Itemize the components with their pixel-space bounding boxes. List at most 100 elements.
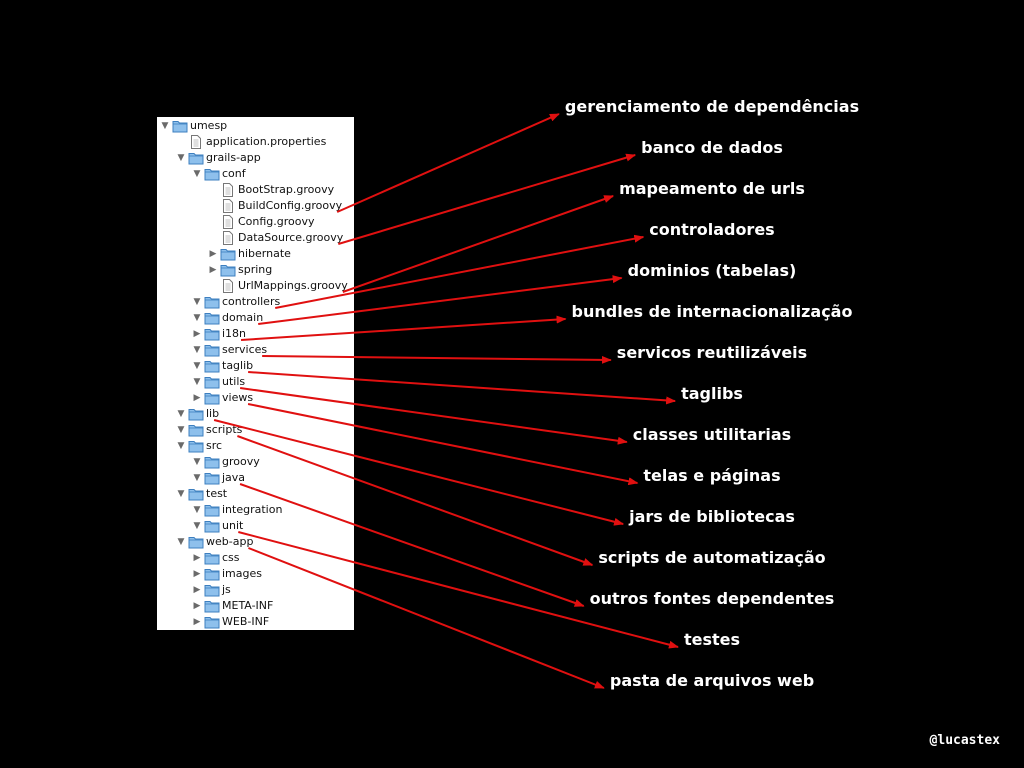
disclosure-expanded-icon[interactable]: ▼ bbox=[193, 345, 201, 355]
tree-item-label: css bbox=[222, 551, 240, 564]
tree-item-label: images bbox=[222, 567, 262, 580]
tree-row[interactable]: ▼utils bbox=[157, 374, 354, 390]
callout-arrow bbox=[248, 371, 677, 405]
callout-label: servicos reutilizáveis bbox=[616, 343, 808, 362]
tree-row[interactable]: ▼lib bbox=[157, 406, 354, 422]
tree-item-label: Config.groovy bbox=[238, 215, 315, 228]
tree-row[interactable]: ▶ views bbox=[157, 390, 354, 406]
tree-row[interactable]: ▼domain bbox=[157, 310, 354, 326]
folder-icon bbox=[204, 310, 220, 326]
tree-row[interactable]: ▶spring bbox=[157, 262, 354, 278]
folder-icon bbox=[204, 342, 220, 358]
folder-icon bbox=[172, 118, 188, 134]
tree-row[interactable]: ▶ images bbox=[157, 566, 354, 582]
folder-icon bbox=[204, 358, 220, 374]
disclosure-expanded-icon[interactable]: ▼ bbox=[193, 313, 201, 323]
tree-row[interactable]: ▶WEB-INF bbox=[157, 614, 354, 630]
disclosure-expanded-icon[interactable]: ▼ bbox=[193, 297, 201, 307]
folder-icon bbox=[204, 326, 220, 342]
tree-row[interactable]: BuildConfig.groovy bbox=[157, 198, 354, 214]
callout-label: pasta de arquivos web bbox=[609, 671, 815, 690]
disclosure-expanded-icon[interactable]: ▼ bbox=[177, 441, 185, 451]
tree-row[interactable]: ▼ groovy bbox=[157, 454, 354, 470]
disclosure-collapsed-icon[interactable]: ▶ bbox=[193, 569, 201, 579]
tree-row[interactable]: ▼ unit bbox=[157, 518, 354, 534]
folder-icon bbox=[204, 566, 220, 582]
disclosure-collapsed-icon[interactable]: ▶ bbox=[193, 553, 201, 563]
disclosure-expanded-icon[interactable]: ▼ bbox=[193, 457, 201, 467]
tree-row[interactable]: ▼integration bbox=[157, 502, 354, 518]
tree-row[interactable]: ▶hibernate bbox=[157, 246, 354, 262]
tree-item-label: js bbox=[222, 583, 231, 596]
tree-item-label: grails-app bbox=[206, 151, 261, 164]
tree-item-label: taglib bbox=[222, 359, 254, 372]
disclosure-expanded-icon[interactable]: ▼ bbox=[177, 425, 185, 435]
disclosure-collapsed-icon[interactable]: ▶ bbox=[193, 617, 201, 627]
tree-item-label: conf bbox=[222, 167, 246, 180]
disclosure-collapsed-icon[interactable]: ▶ bbox=[193, 601, 201, 611]
tree-item-label: unit bbox=[222, 519, 244, 532]
tree-row[interactable]: ▼ conf bbox=[157, 166, 354, 182]
tree-row[interactable]: UrlMappings.groovy bbox=[157, 278, 354, 294]
disclosure-expanded-icon[interactable]: ▼ bbox=[177, 537, 185, 547]
tree-item-label: UrlMappings.groovy bbox=[238, 279, 348, 292]
tree-row[interactable]: ▼services bbox=[157, 342, 354, 358]
file-icon bbox=[220, 198, 236, 214]
folder-icon bbox=[204, 166, 220, 182]
folder-icon bbox=[204, 374, 220, 390]
callout-arrow bbox=[238, 531, 679, 649]
tree-row[interactable]: BootStrap.groovy bbox=[157, 182, 354, 198]
tree-row[interactable]: ▼ taglib bbox=[157, 358, 354, 374]
tree-item-label: groovy bbox=[222, 455, 260, 468]
disclosure-collapsed-icon[interactable]: ▶ bbox=[209, 249, 217, 259]
tree-row[interactable]: ▼src bbox=[157, 438, 354, 454]
callout-label: taglibs bbox=[681, 384, 743, 403]
disclosure-collapsed-icon[interactable]: ▶ bbox=[209, 265, 217, 275]
callout-arrow bbox=[247, 403, 639, 486]
author-handle: @lucastex bbox=[929, 733, 1000, 748]
callout-label: dominios (tabelas) bbox=[627, 261, 797, 280]
disclosure-collapsed-icon[interactable]: ▶ bbox=[193, 329, 201, 339]
tree-row[interactable]: ▼ web-app bbox=[157, 534, 354, 550]
disclosure-expanded-icon[interactable]: ▼ bbox=[193, 521, 201, 531]
disclosure-expanded-icon[interactable]: ▼ bbox=[177, 409, 185, 419]
tree-row[interactable]: ▶i18n bbox=[157, 326, 354, 342]
tree-row[interactable]: ▼ grails-app bbox=[157, 150, 354, 166]
tree-item-label: web-app bbox=[206, 535, 254, 548]
disclosure-expanded-icon[interactable]: ▼ bbox=[161, 121, 169, 131]
disclosure-expanded-icon[interactable]: ▼ bbox=[177, 489, 185, 499]
tree-row[interactable]: application.properties bbox=[157, 134, 354, 150]
file-icon bbox=[220, 214, 236, 230]
disclosure-expanded-icon[interactable]: ▼ bbox=[193, 505, 201, 515]
disclosure-collapsed-icon[interactable]: ▶ bbox=[193, 585, 201, 595]
folder-icon bbox=[188, 150, 204, 166]
tree-row[interactable]: Config.groovy bbox=[157, 214, 354, 230]
tree-row[interactable]: ▼scripts bbox=[157, 422, 354, 438]
folder-icon bbox=[188, 534, 204, 550]
tree-row[interactable]: ▼ controllers bbox=[157, 294, 354, 310]
callout-label: testes bbox=[683, 630, 741, 649]
disclosure-expanded-icon[interactable]: ▼ bbox=[193, 361, 201, 371]
disclosure-expanded-icon[interactable]: ▼ bbox=[193, 473, 201, 483]
disclosure-expanded-icon[interactable]: ▼ bbox=[193, 169, 201, 179]
tree-row[interactable]: ▶ css bbox=[157, 550, 354, 566]
tree-row[interactable]: DataSource.groovy bbox=[157, 230, 354, 246]
tree-row[interactable]: ▼umesp bbox=[157, 118, 354, 134]
tree-row[interactable]: ▶ META-INF bbox=[157, 598, 354, 614]
tree-item-label: views bbox=[222, 391, 254, 404]
tree-row[interactable]: ▼java bbox=[157, 470, 354, 486]
callout-label: controladores bbox=[649, 220, 775, 239]
tree-item-label: META-INF bbox=[222, 599, 274, 612]
tree-item-label: controllers bbox=[222, 295, 281, 308]
folder-icon bbox=[204, 518, 220, 534]
callout-arrow bbox=[342, 195, 615, 293]
disclosure-expanded-icon[interactable]: ▼ bbox=[193, 377, 201, 387]
folder-icon bbox=[188, 406, 204, 422]
tree-row[interactable]: ▶ js bbox=[157, 582, 354, 598]
disclosure-collapsed-icon[interactable]: ▶ bbox=[193, 393, 201, 403]
tree-row[interactable]: ▼test bbox=[157, 486, 354, 502]
disclosure-expanded-icon[interactable]: ▼ bbox=[177, 153, 185, 163]
folder-icon bbox=[204, 598, 220, 614]
tree-item-label: DataSource.groovy bbox=[238, 231, 344, 244]
